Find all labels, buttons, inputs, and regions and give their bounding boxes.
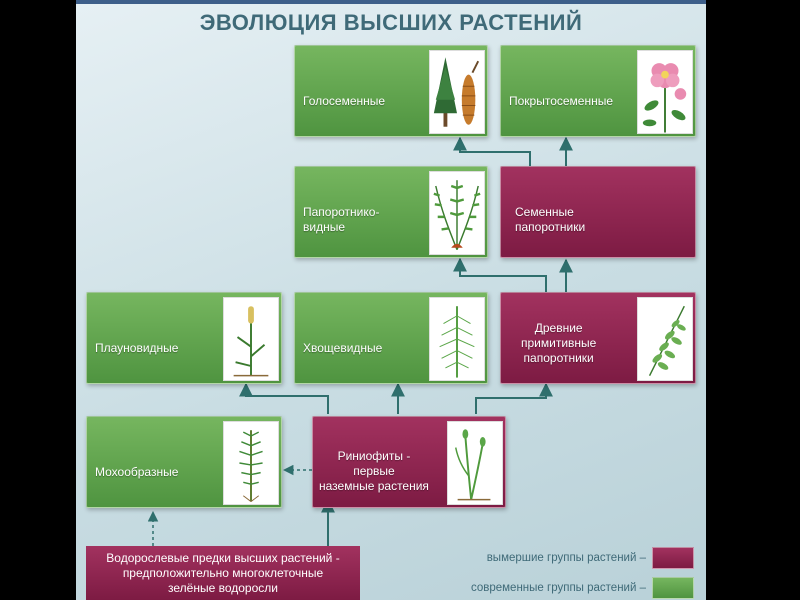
arrow-ancient-ferns-ferns	[453, 257, 547, 292]
slide: ЭВОЛЮЦИЯ ВЫСШИХ РАСТЕНИЙ Голосеменные	[76, 0, 706, 600]
node-label: Плауновидные	[95, 341, 179, 355]
node-label: Мохообразные	[95, 465, 179, 479]
fern-frond-icon	[637, 297, 693, 381]
legend-extinct-label: вымершие группы растений –	[486, 552, 646, 564]
node-horsetails: Хвощевидные	[294, 292, 488, 384]
node-label: Покрытосеменные	[509, 94, 614, 108]
node-algae-ancestors: Водорослевые предки высших растений - пр…	[86, 546, 360, 600]
legend-extinct-swatch	[652, 547, 694, 569]
fern-icon	[429, 171, 485, 255]
node-rhyniophytes: Риниофиты - первые наземные растения	[312, 416, 506, 508]
node-label: Хвощевидные	[303, 341, 383, 355]
arrow-rhynia-ancient-ferns	[475, 382, 553, 414]
top-bar	[76, 0, 706, 4]
legend-modern-label: современные группы растений –	[470, 582, 646, 594]
node-angiosperms: Покрытосеменные	[500, 45, 696, 137]
rose-flower-icon	[637, 50, 693, 134]
conifer-cone-icon	[429, 50, 485, 134]
node-mosses: Мохообразные	[86, 416, 282, 508]
arrow-rhynia-lycopods	[239, 382, 329, 414]
node-label: Древние примитивные папоротники	[521, 321, 597, 365]
page-title: ЭВОЛЮЦИЯ ВЫСШИХ РАСТЕНИЙ	[199, 10, 583, 35]
legend-modern-swatch	[652, 577, 694, 599]
moss-icon	[223, 421, 279, 505]
node-label: Папоротнико- видные	[303, 205, 380, 234]
node-ancient-ferns: Древние примитивные папоротники	[500, 292, 696, 384]
arrow-seed-ferns-gymnosperms	[453, 136, 531, 166]
horsetail-icon	[429, 297, 485, 381]
node-ferns: Папоротнико- видные	[294, 166, 488, 258]
node-seed-ferns: Семенные папоротники	[500, 166, 696, 258]
rhynia-icon	[447, 421, 503, 505]
node-label: Семенные папоротники	[515, 205, 586, 234]
node-lycopods: Плауновидные	[86, 292, 282, 384]
node-gymnosperms: Голосеменные	[294, 45, 488, 137]
node-label: Голосеменные	[303, 94, 386, 108]
club-moss-icon	[223, 297, 279, 381]
node-label: Риниофиты - первые наземные растения	[319, 449, 429, 493]
